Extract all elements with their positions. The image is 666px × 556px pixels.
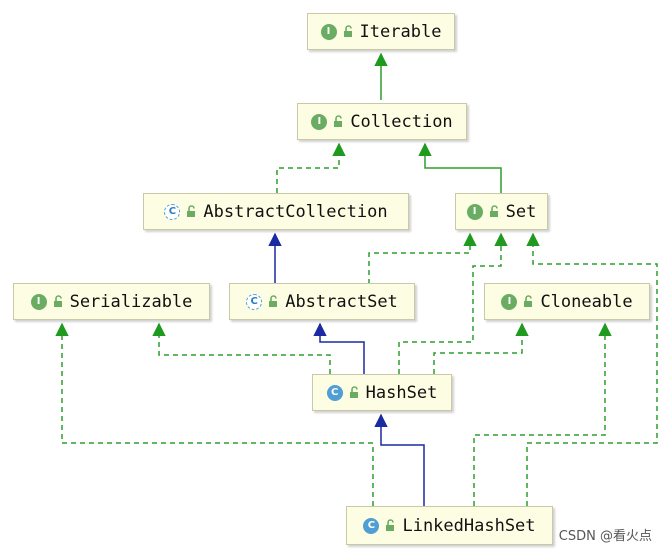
edge-hashset-abstractset: [313, 322, 365, 374]
edge-abstractset-set: [368, 232, 477, 284]
unlock-icon: [186, 205, 197, 218]
node-serializable[interactable]: I Serializable: [13, 283, 210, 320]
abstract-class-badge-icon: C: [164, 203, 181, 220]
node-label: Collection: [350, 111, 453, 132]
edge-linkedhashset-set: [526, 232, 658, 506]
unlock-icon: [385, 519, 396, 532]
node-set[interactable]: I Set: [455, 193, 548, 230]
node-cloneable[interactable]: I Cloneable: [484, 283, 650, 320]
node-label: Cloneable: [540, 291, 633, 312]
edge-set-collection: [418, 142, 502, 193]
interface-badge-icon: I: [466, 203, 483, 220]
interface-badge-icon: I: [501, 293, 518, 310]
node-abstractset[interactable]: C AbstractSet: [229, 283, 415, 320]
abstract-class-badge-icon: C: [246, 293, 263, 310]
node-label: HashSet: [365, 382, 438, 403]
edge-hashset-serializable: [152, 322, 331, 374]
unlock-icon: [523, 295, 534, 308]
interface-badge-icon: I: [30, 293, 47, 310]
node-collection[interactable]: I Collection: [297, 103, 467, 140]
node-label: AbstractCollection: [203, 201, 388, 222]
node-hashset[interactable]: C HashSet: [312, 374, 452, 411]
node-label: AbstractSet: [285, 291, 398, 312]
interface-badge-icon: I: [311, 113, 328, 130]
node-iterable[interactable]: I Iterable: [307, 13, 455, 50]
edge-hashset-cloneable: [433, 322, 529, 374]
class-badge-icon: C: [363, 517, 380, 534]
node-label: LinkedHashSet: [402, 515, 536, 536]
interface-badge-icon: I: [320, 23, 337, 40]
edge-hashset-set: [398, 232, 508, 374]
watermark: CSDN @看火点: [558, 529, 652, 544]
edge-linkedhashset-serializable: [55, 322, 374, 506]
class-badge-icon: C: [326, 384, 343, 401]
edge-linkedhashset-hashset: [374, 413, 425, 506]
unlock-icon: [349, 386, 360, 399]
node-label: Serializable: [69, 291, 193, 312]
edge-abstractcollection-collection: [276, 142, 346, 193]
unlock-icon: [333, 115, 344, 128]
node-abstractcollection[interactable]: C AbstractCollection: [143, 193, 409, 230]
unlock-icon: [53, 295, 64, 308]
node-label: Set: [505, 201, 537, 222]
edge-linkedhashset-cloneable: [473, 322, 612, 506]
unlock-icon: [268, 295, 279, 308]
node-linkedhashset[interactable]: C LinkedHashSet: [346, 506, 553, 545]
node-label: Iterable: [359, 21, 442, 42]
unlock-icon: [343, 25, 354, 38]
unlock-icon: [489, 205, 500, 218]
